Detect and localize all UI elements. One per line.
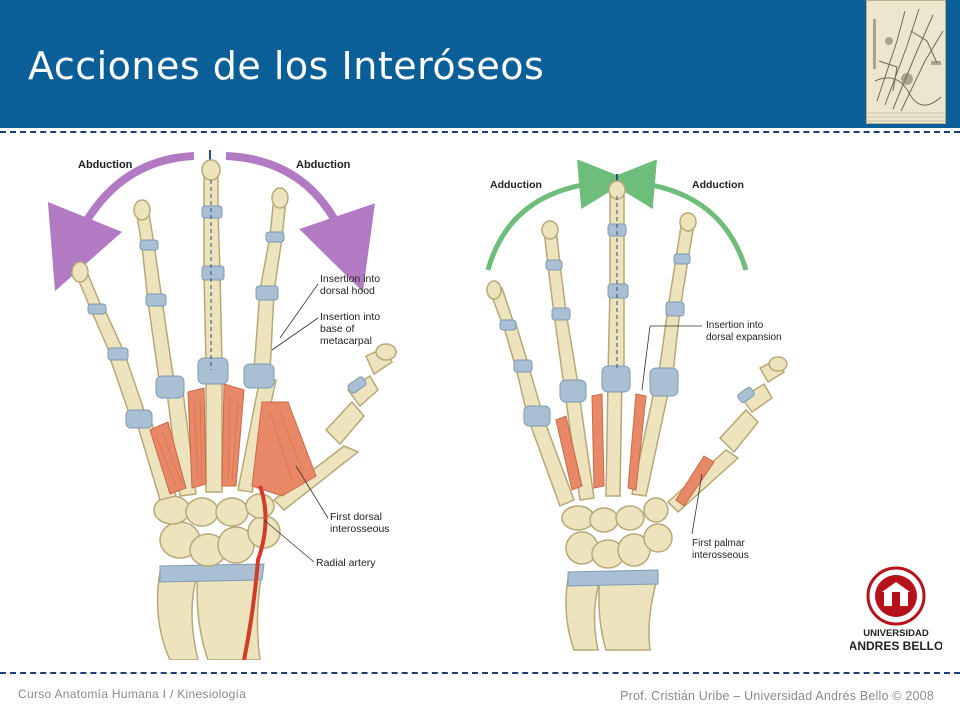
radial-artery <box>242 485 268 660</box>
callout-insertion-base-metacarpal: Insertion into base of metacarpal <box>320 311 380 347</box>
adduction-label-left: Adduction <box>490 179 542 191</box>
universidad-andres-bello-logo: UNIVERSIDAD ANDRES BELLO <box>850 566 942 653</box>
svg-text:interosseous: interosseous <box>330 523 390 535</box>
palmar-interossei-figure: Adduction Adduction <box>485 160 788 651</box>
abduction-label-right: Abduction <box>296 159 351 171</box>
adduction-arrow-left <box>485 160 629 271</box>
anatomy-engraving-thumbnail <box>866 0 946 124</box>
carpal-bones <box>561 497 673 569</box>
header-dashed-divider <box>0 131 960 133</box>
svg-text:ANDRES BELLO: ANDRES BELLO <box>850 639 942 653</box>
abduction-arrow-left <box>48 152 195 292</box>
svg-text:base of: base of <box>320 323 355 335</box>
svg-text:Insertion into: Insertion into <box>706 320 764 331</box>
svg-text:UNIVERSIDAD: UNIVERSIDAD <box>863 628 929 639</box>
svg-text:dorsal hood: dorsal hood <box>320 285 375 297</box>
svg-text:First palmar: First palmar <box>692 538 745 549</box>
callout-insertion-dorsal-expansion: Insertion into dorsal expansion <box>706 320 782 343</box>
course-footer-text: Curso Anatomía Humana I / Kinesiología <box>18 687 247 701</box>
joint-capsules <box>499 223 755 427</box>
author-footer-text: Prof. Cristián Uribe – Universidad André… <box>620 689 934 703</box>
svg-text:Insertion into: Insertion into <box>320 311 380 323</box>
adduction-label-right: Adduction <box>692 179 744 191</box>
dorsal-interossei-figure: Abduction Abduction <box>48 150 397 660</box>
slide-title: Acciones de los Interóseos <box>28 44 545 88</box>
palmar-interossei-muscles <box>555 393 715 507</box>
adduction-arrow-right <box>605 160 749 271</box>
forearm-bones <box>156 563 265 660</box>
callout-first-dorsal-interosseous: First dorsal interosseous <box>330 511 390 535</box>
callout-first-palmar-interosseous: First palmar interosseous <box>692 538 749 561</box>
forearm-bones <box>565 569 660 651</box>
footer-dashed-divider <box>0 672 960 674</box>
svg-text:Insertion into: Insertion into <box>320 273 380 285</box>
svg-text:First dorsal: First dorsal <box>330 511 382 523</box>
svg-text:metacarpal: metacarpal <box>320 335 372 347</box>
abduction-label-left: Abduction <box>78 159 133 171</box>
abduction-arrow-right <box>225 152 375 292</box>
callout-insertion-dorsal-hood: Insertion into dorsal hood <box>320 273 380 297</box>
header-bar: Acciones de los Interóseos <box>0 0 960 128</box>
svg-text:dorsal expansion: dorsal expansion <box>706 332 782 343</box>
joint-capsules <box>87 205 367 429</box>
callout-radial-artery: Radial artery <box>316 557 376 569</box>
svg-text:interosseous: interosseous <box>692 550 749 561</box>
